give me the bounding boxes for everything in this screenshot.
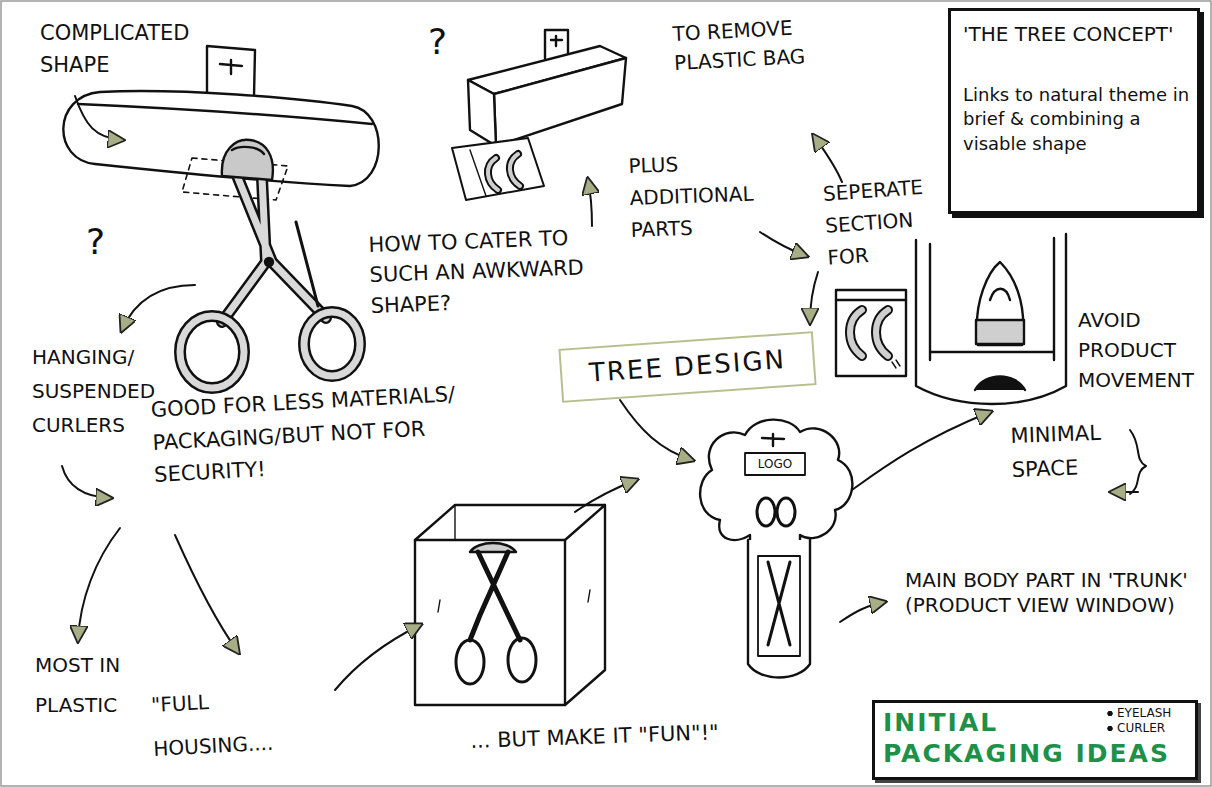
- annotation-text: PLUS ADDITIONAL PARTS: [628, 145, 781, 246]
- question-mark: ?: [86, 222, 126, 262]
- title-box: INITIAL PACKAGING IDEASEYELASHCURLER: [872, 700, 1198, 780]
- sketch-mark: [892, 360, 900, 368]
- annotation-text: "FULL HOUSING....: [150, 675, 304, 771]
- bullet-item: EYELASH: [1107, 706, 1205, 721]
- spare-pad: [488, 158, 498, 190]
- tree-canopy: [700, 420, 852, 545]
- spare-pad: [850, 310, 862, 356]
- annotation-text: COMPLICATED SHAPE: [40, 18, 230, 81]
- leader-arrow: [810, 272, 818, 322]
- cube-front: [415, 540, 565, 705]
- spare-pad: [510, 154, 520, 186]
- curler-loop: [757, 498, 775, 526]
- section-edge: [836, 299, 906, 301]
- tree-trunk: [748, 540, 810, 678]
- pad-outline: [510, 154, 520, 186]
- hang-hole: [220, 60, 242, 74]
- curler-arm: [470, 552, 520, 640]
- leader-arrow: [122, 285, 195, 330]
- annotation-text: HOW TO CATER TO SUCH AN AWKWARD SHAPE?: [368, 221, 626, 321]
- annotation-text: GOOD FOR LESS MATERIALS/ PACKAGING/BUT N…: [150, 375, 525, 492]
- curler-arm: [768, 562, 790, 645]
- annotation-text: MAIN BODY PART IN 'TRUNK' (PRODUCT VIEW …: [905, 568, 1200, 618]
- holder-box: [916, 234, 1066, 404]
- annotation-text: LOGO: [745, 457, 805, 471]
- bag-line: [470, 150, 486, 196]
- annotation-text: MOST IN PLASTIC: [35, 645, 140, 725]
- curler-head-line: [990, 289, 1010, 300]
- leader-arrow: [760, 232, 806, 256]
- curler-loop: [456, 640, 484, 684]
- annotation-text: ... BUT MAKE IT "FUN"!": [470, 715, 851, 756]
- annotation-text: SEPERATE SECTION FOR: [822, 169, 953, 273]
- curler-loop: [180, 316, 244, 388]
- view-window: [758, 556, 800, 656]
- concept-box: 'THE TREE CONCEPT' Links to natural theme…: [948, 8, 1200, 214]
- curler-loop-outline: [304, 312, 360, 376]
- leader-arrow: [814, 136, 842, 182]
- leader-arrow: [588, 180, 592, 226]
- curler-loop-outline: [180, 316, 244, 388]
- pad-section: [836, 290, 906, 376]
- leader-arrow: [62, 466, 110, 498]
- box-end: [468, 80, 496, 146]
- leader-arrow: [620, 400, 692, 460]
- spare-pad: [876, 310, 888, 356]
- concept-heading: 'THE TREE CONCEPT': [963, 21, 1191, 48]
- design-label-box: TREE DESIGN: [558, 331, 816, 403]
- box-front: [494, 58, 626, 146]
- annotation-text: AVOID PRODUCT MOVEMENT: [1078, 305, 1206, 395]
- annotation-text: MINIMAL SPACE: [1010, 416, 1137, 488]
- curler-hinge: [265, 258, 273, 266]
- curler-pad-line: [232, 147, 264, 154]
- curler-loop: [508, 638, 536, 682]
- cube-edge: [454, 505, 455, 540]
- curler-head: [977, 262, 1023, 345]
- logo-banner: [745, 453, 805, 475]
- leader-arrow: [840, 602, 884, 622]
- tube-edge: [78, 104, 372, 124]
- question-mark: ?: [428, 22, 468, 62]
- hang-tab: [545, 30, 568, 58]
- leader-arrow: [78, 528, 120, 640]
- plastic-bag: [452, 138, 544, 200]
- bullet-item: CURLER: [1107, 721, 1205, 736]
- hang-tab: [207, 46, 255, 96]
- holder-wall: [930, 238, 1054, 360]
- leader-arrow: [335, 625, 420, 690]
- curler-arm: [222, 178, 326, 322]
- bracket: [1130, 430, 1146, 494]
- sketch-mark: [438, 590, 590, 612]
- holder-base: [975, 377, 1025, 391]
- annotation-text: HANGING/ SUSPENDED CURLERS: [32, 340, 172, 442]
- pad-outline: [850, 310, 862, 356]
- tube-package: [63, 91, 378, 186]
- curler-loop: [777, 498, 795, 526]
- cube-edge: [415, 505, 605, 705]
- leader-arrow: [75, 96, 122, 140]
- annotation-text: TO REMOVE PLASTIC BAG: [672, 12, 825, 78]
- curler-pad: [976, 320, 1024, 344]
- curler-loop: [304, 312, 360, 376]
- hang-hole: [551, 36, 562, 46]
- leader-arrow: [852, 412, 990, 490]
- curler-arm-outline: [222, 178, 326, 322]
- design-label: TREE DESIGN: [561, 342, 814, 391]
- curler-lever: [296, 222, 318, 306]
- pad-outline: [488, 158, 498, 190]
- leader-arrow: [175, 535, 238, 652]
- curler-pad: [222, 140, 273, 180]
- hang-hole: [762, 434, 784, 446]
- concept-note: Links to natural theme in brief & combin…: [963, 83, 1193, 156]
- pad-outline: [876, 310, 888, 356]
- leader-arrow: [575, 480, 636, 512]
